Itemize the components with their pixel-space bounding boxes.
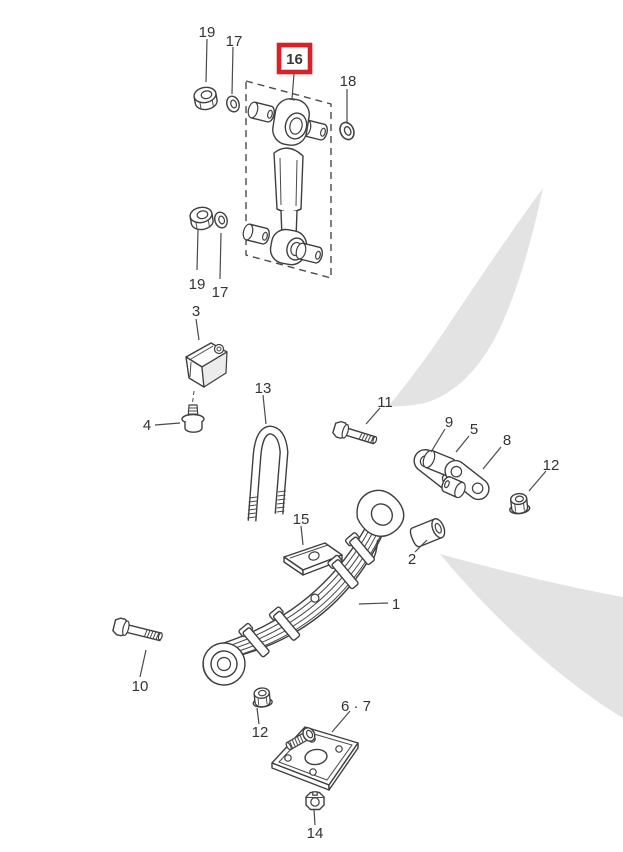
callout-3: 3 xyxy=(192,303,200,320)
spring-clamp xyxy=(327,554,359,590)
leader-lines xyxy=(139,38,547,826)
nut-spring-eye xyxy=(251,686,274,709)
callout-14: 14 xyxy=(307,825,324,842)
callout-9: 9 xyxy=(445,414,453,431)
shackle-bolt xyxy=(332,420,378,445)
bump-stop-bolt xyxy=(181,404,205,433)
callout-1: 1 xyxy=(392,596,400,613)
shock-top-bushing-left xyxy=(245,100,277,124)
spring-clamp xyxy=(238,622,270,658)
shackle-assembly xyxy=(413,449,490,501)
callout-labels: 19 17 18 19 17 3 4 13 11 9 5 8 12 15 2 1… xyxy=(132,24,560,842)
washer-shock-lower xyxy=(211,209,230,231)
nut-shock-upper xyxy=(192,85,220,112)
spring-clamp xyxy=(344,532,375,566)
spring-plate-with-bolt xyxy=(271,726,359,791)
callout-6-7: 6 · 7 xyxy=(341,698,371,715)
callout-17-upper: 17 xyxy=(226,33,243,50)
watermark-shape-lower xyxy=(440,554,623,718)
shock-absorber xyxy=(240,98,330,266)
nut-shock-lower xyxy=(188,205,216,232)
callout-15: 15 xyxy=(293,511,310,528)
callout-11: 11 xyxy=(377,394,393,411)
callout-17-lower: 17 xyxy=(212,284,229,301)
callout-18: 18 xyxy=(340,73,357,90)
spring-clamp xyxy=(268,606,301,641)
callout-5: 5 xyxy=(470,421,478,438)
callout-13: 13 xyxy=(255,380,272,397)
nut-shackle xyxy=(507,491,531,516)
nut-center-bolt xyxy=(305,791,325,811)
leaf-spring xyxy=(202,489,405,686)
shackle-roller xyxy=(441,476,466,499)
bump-stop xyxy=(185,342,228,408)
callout-4: 4 xyxy=(143,417,151,434)
spring-eye-bolt xyxy=(112,617,163,642)
callout-10: 10 xyxy=(132,678,149,695)
highlight-callout-16: 16 xyxy=(276,42,313,75)
watermark-shape-upper xyxy=(388,188,543,407)
callout-12-right: 12 xyxy=(543,457,560,474)
shock-absorber-dashed-box xyxy=(245,80,332,279)
washer-shock-right xyxy=(336,119,358,143)
callout-12-bottom: 12 xyxy=(252,724,269,741)
callout-19-lower: 19 xyxy=(189,276,206,293)
callout-16: 16 xyxy=(286,51,303,68)
callout-2: 2 xyxy=(408,551,416,568)
plate-stud-bolt xyxy=(285,727,316,751)
u-bolt xyxy=(247,425,289,522)
highlight-box xyxy=(276,42,313,75)
washer-shock-upper xyxy=(223,93,242,115)
spring-bushing xyxy=(409,518,446,548)
callout-8: 8 xyxy=(503,432,511,449)
callout-19-upper: 19 xyxy=(199,24,216,41)
background-watermark xyxy=(388,188,623,718)
